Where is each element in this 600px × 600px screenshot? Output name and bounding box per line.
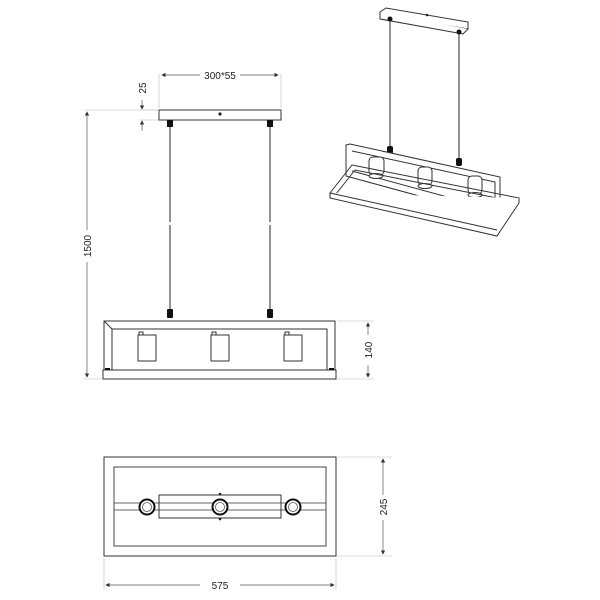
cable-grip-right <box>267 120 273 127</box>
front-view: 300*55 25 1500 140 <box>83 71 375 380</box>
lamp-holders-front <box>137 331 303 362</box>
dim-label-overall-height: 1500 <box>83 234 94 257</box>
canopy-screw <box>218 112 222 116</box>
lamp-holder <box>210 334 230 362</box>
dimension-canopy-height: 25 <box>138 82 158 131</box>
cable-grip-left <box>167 120 173 127</box>
dimension-width: 575 <box>103 558 337 592</box>
dim-label-canopy-height: 25 <box>138 82 149 94</box>
dim-label-width: 575 <box>212 581 229 592</box>
dim-label-depth: 245 <box>379 498 390 515</box>
isometric-view <box>329 7 520 237</box>
top-view: 575 245 <box>103 456 392 592</box>
dimension-canopy-size: 300*55 <box>158 71 282 108</box>
lamp-holders-top <box>138 498 302 516</box>
lamp-holder <box>283 334 303 362</box>
dimension-overall-height: 1500 <box>83 109 158 380</box>
cables <box>169 127 271 309</box>
cable-grip-bottom-right <box>267 309 273 318</box>
dimension-depth: 245 <box>337 456 392 557</box>
lamp-holder <box>137 334 157 362</box>
front-frame <box>102 320 337 380</box>
dimension-frame-height: 140 <box>337 320 375 380</box>
cable-grip-bottom-left <box>167 309 173 318</box>
dim-label-frame-height: 140 <box>364 341 375 358</box>
dim-label-canopy-size: 300*55 <box>204 71 236 82</box>
